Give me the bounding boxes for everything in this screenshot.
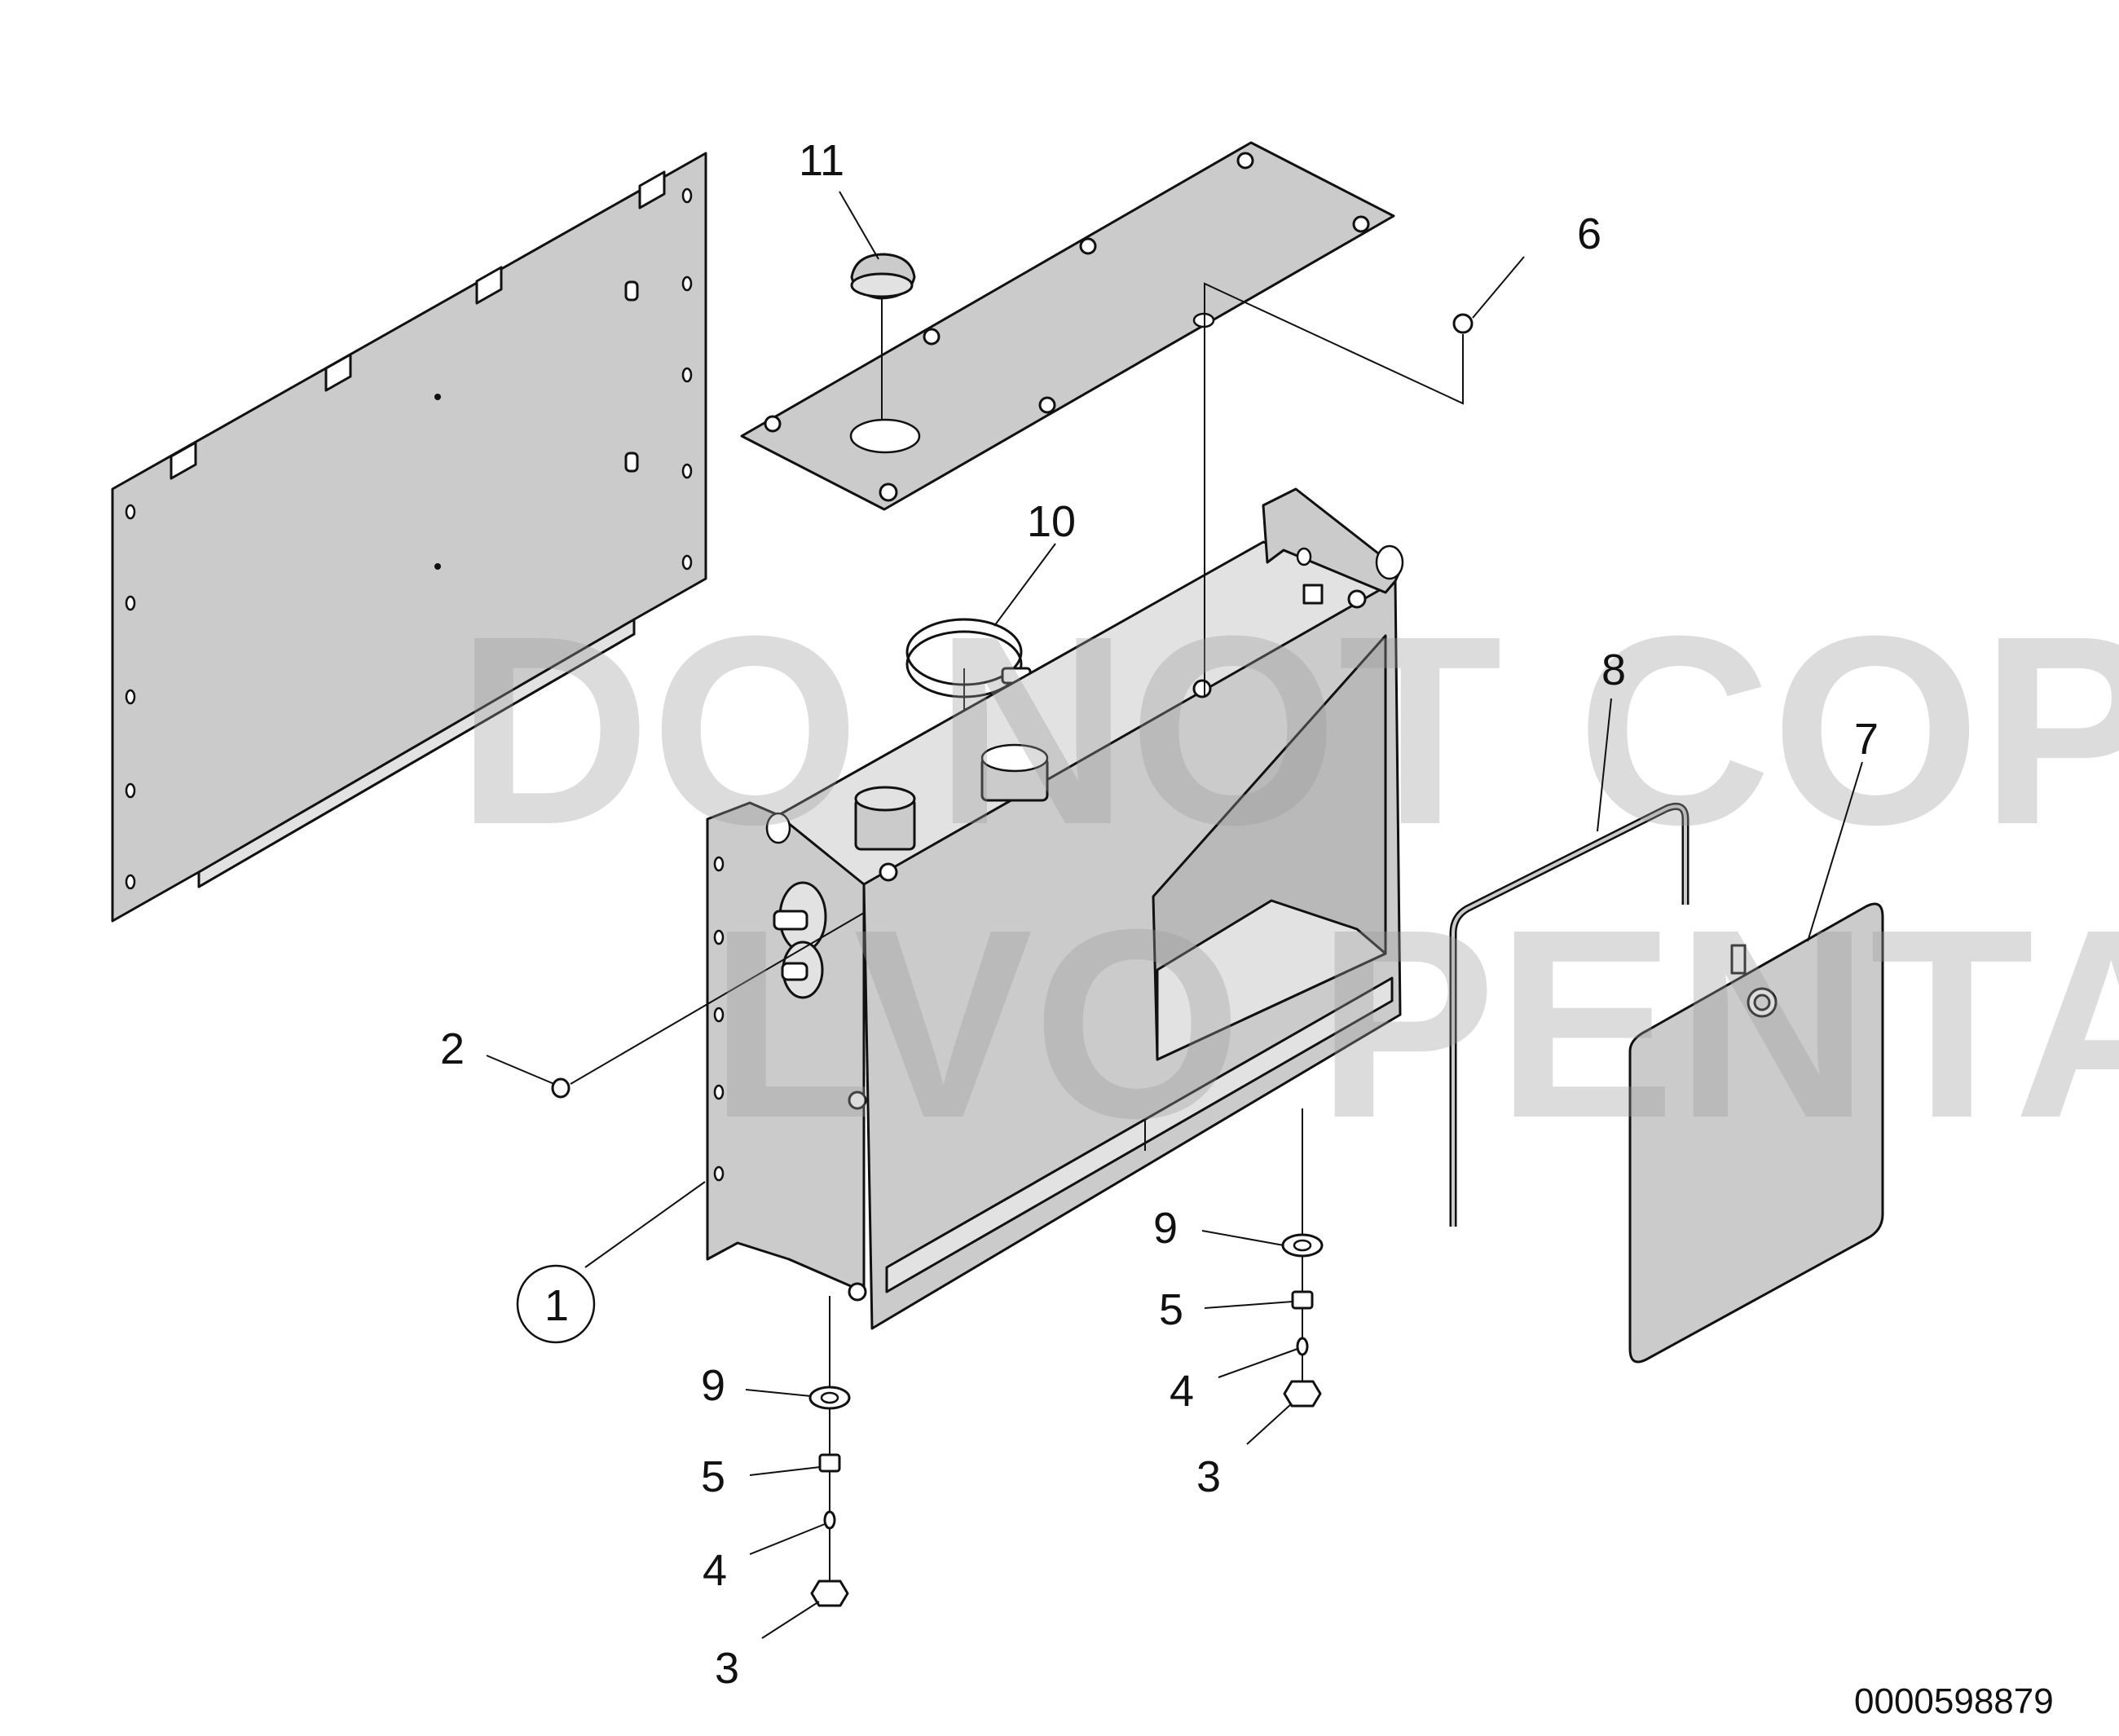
inspection-lid: [1628, 902, 1884, 1364]
document-number: 0000598879: [1854, 1681, 2054, 1721]
tank-outlet-neck: [980, 743, 1049, 802]
tank-holes: [713, 544, 1404, 1182]
callout-7: 7: [1854, 715, 1879, 764]
callout-4-right: 4: [1170, 1367, 1194, 1416]
callout-9-right: 9: [1153, 1204, 1178, 1253]
callout-9-left: 9: [701, 1361, 725, 1410]
bolt-6: [1204, 282, 1474, 697]
callout-1: 1: [544, 1281, 569, 1330]
gasket: [1449, 802, 1689, 1227]
side-cover-plate: [111, 152, 707, 923]
callout-5-right: 5: [1159, 1285, 1183, 1334]
cover-holes: [125, 187, 693, 890]
callout-10: 10: [1027, 497, 1076, 546]
callout-8: 8: [1601, 645, 1626, 694]
watermark: DO NOT COPY LVO PENTA: [456, 579, 2119, 1174]
watermark-line2: LVO PENTA: [709, 873, 2119, 1174]
right-hardware-stack: [1281, 1108, 1324, 1408]
tank-filler-neck: [854, 786, 916, 851]
callout-labels: 11 6 10 8 7 2 1 9 5 4 3 9 5 4 3: [440, 136, 1879, 1693]
tank-body: [706, 487, 1404, 1330]
callout-3-left: 3: [715, 1644, 739, 1693]
leader-lines: [486, 191, 1863, 1639]
left-hardware-stack: [808, 1296, 851, 1607]
top-cover-plate: [740, 141, 1395, 511]
tank-fittings: [765, 812, 827, 999]
callout-5-left: 5: [701, 1452, 725, 1501]
callout-1-circle: [516, 1264, 596, 1344]
callout-11: 11: [799, 136, 844, 185]
cover-bolts: [764, 152, 1370, 502]
callout-4-left: 4: [703, 1546, 727, 1595]
callout-3-right: 3: [1196, 1452, 1221, 1501]
filler-cap: [850, 253, 916, 420]
callout-2: 2: [440, 1024, 465, 1073]
callout-6: 6: [1577, 209, 1601, 258]
plug-2: [551, 912, 865, 1099]
